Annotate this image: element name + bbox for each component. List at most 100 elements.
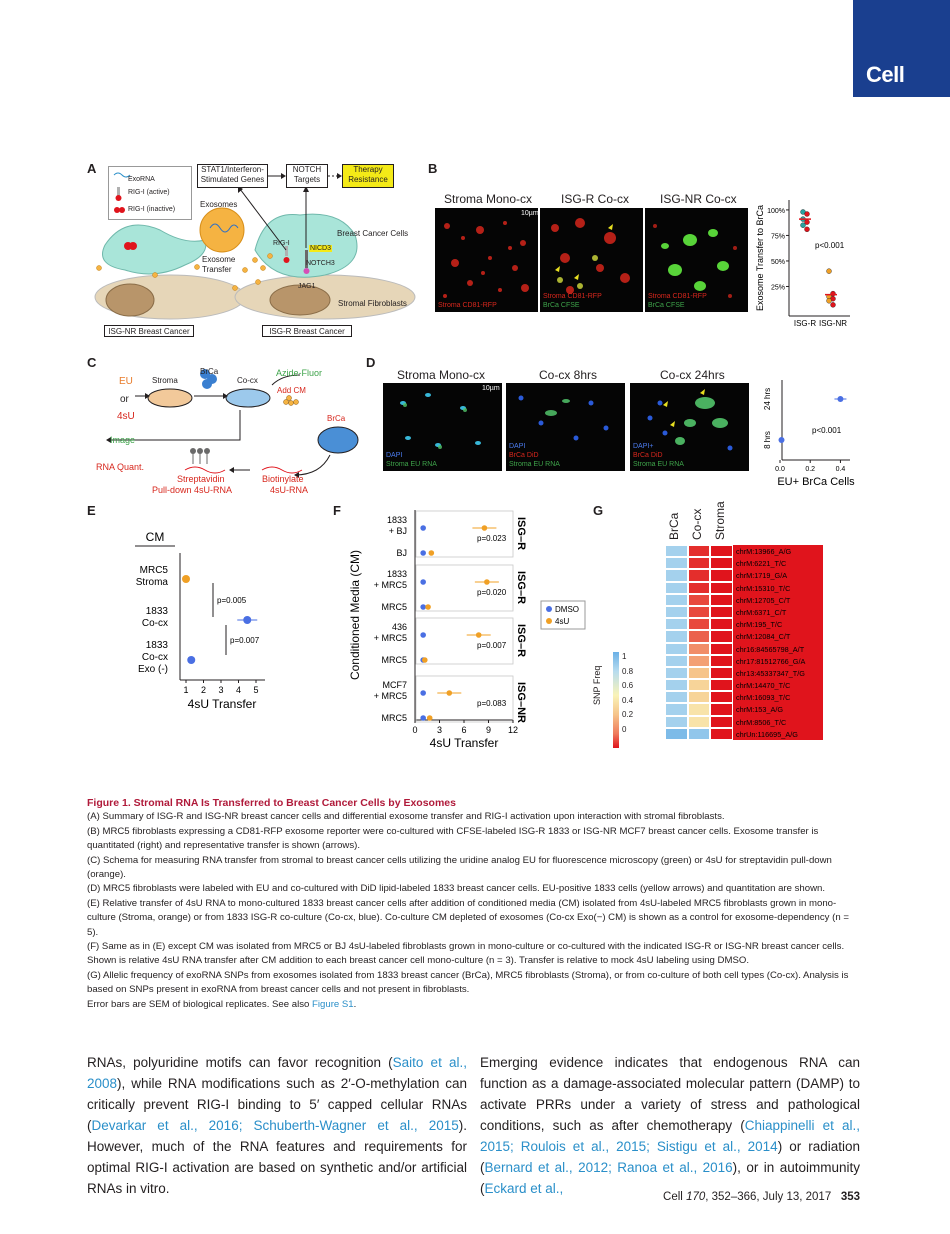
chart-d-point — [837, 396, 844, 402]
chart-b-point-isg-r — [804, 211, 810, 217]
chart-e-row-label: Exo (-) — [138, 664, 168, 675]
chart-d-point — [778, 437, 785, 443]
chart-f-group-side: ISG–NR — [515, 682, 527, 723]
chart-b-xtick-isg-nr: ISG-NR — [819, 319, 847, 328]
heatmap-row-label: chrM:14470_T/C — [736, 681, 791, 691]
heatmap-cell — [687, 581, 711, 594]
micrograph-d-stroma: DAPI Stroma EU RNA — [383, 383, 502, 471]
chart-f-dmso-top — [420, 632, 426, 638]
chart-f-legend-dmso-dot — [546, 606, 552, 612]
chart-f-xtick-label: 9 — [486, 725, 491, 735]
micrograph-isg-r: Stroma CD81-RFP BrCa CFSE — [540, 208, 643, 312]
heatmap-g — [665, 545, 733, 740]
chart-f-group-top-label: 436 — [392, 622, 407, 632]
heatmap-cell — [687, 545, 711, 558]
heatmap-row-label: chr17:81512766_G/A — [736, 656, 806, 666]
isg-r-box: ISG-R Breast Cancer — [262, 325, 352, 337]
heatmap-cell — [710, 715, 733, 728]
micrograph-isg-nr: Stroma CD81-RFP BrCa CFSE — [645, 208, 748, 312]
panel-f-label: F — [333, 503, 341, 518]
chart-f-group-top-label: MCF7 — [383, 680, 408, 690]
chart-f-xlabel: 4sU Transfer — [430, 736, 499, 750]
link-figure-s1[interactable]: Figure S1 — [312, 998, 354, 1010]
caption-g: (G) Allelic frequency of exoRNA SNPs fro… — [87, 969, 849, 996]
chart-f-xtick-label: 3 — [437, 725, 442, 735]
snp-freq-legend-bar — [613, 652, 619, 748]
legend-exorna: ExoRNA — [128, 176, 155, 183]
journal-logo-text: Cell — [866, 62, 905, 87]
chart-f-4su-bottom — [426, 715, 433, 721]
caption-d1-dapi: DAPI — [386, 452, 403, 459]
body-left-citation[interactable]: Saito et al., 2008 — [87, 1055, 467, 1091]
brca-cell-left — [102, 224, 207, 275]
caption-b: (B) MRC5 fibroblasts expressing a CD81-R… — [87, 825, 819, 852]
chart-f-group-bottom-label: BJ — [396, 548, 407, 558]
heatmap-row-label: chrM:6221_T/C — [736, 559, 787, 569]
chart-f-group-p: p=0.020 — [477, 588, 507, 597]
body-right-citation[interactable]: Eckard et al., — [484, 1181, 564, 1196]
scale-bar-b: 10µm — [521, 210, 539, 217]
heatmap-cell — [665, 618, 688, 631]
heatmap-cell — [665, 666, 688, 680]
chart-f-group-side: ISG–R — [515, 624, 527, 657]
caption-isg-r-cd81: Stroma CD81-RFP — [543, 293, 602, 300]
chart-b-ytick-label: 50% — [771, 259, 785, 266]
heatmap-row-label: chr16:84565798_A/T — [736, 644, 805, 654]
therapy-resistance-box: Therapy Resistance — [342, 164, 394, 188]
heatmap-cell — [710, 630, 733, 643]
chart-f-legend-dmso: DMSO — [555, 605, 579, 614]
chart-f-group-box — [415, 510, 514, 558]
chart-f-legend-4su: 4sU — [555, 617, 569, 626]
heatmap-cell — [665, 605, 688, 619]
body-left-citation[interactable]: Devarkar et al., 2016; Schuberth-Wagner … — [91, 1118, 459, 1133]
snp-freq-legend-tick: 0.6 — [622, 681, 634, 690]
snp-freq-legend-title: SNP Freq — [592, 665, 602, 705]
label-brca-2: BrCa — [327, 414, 346, 423]
heatmap-cell — [665, 593, 688, 606]
caption-a: (A) Summary of ISG-R and ISG-NR breast c… — [87, 811, 725, 823]
fibroblast-left-nucleus — [105, 283, 155, 317]
chart-b-point-isg-nr — [826, 268, 832, 274]
chart-e-row-label: 1833 — [146, 640, 169, 651]
heatmap-col-brca: BrCa — [667, 512, 681, 540]
caption-d2-eu: Stroma EU RNA — [509, 461, 560, 468]
chart-b-point-isg-r — [800, 222, 806, 228]
body-right-citation[interactable]: Bernard et al., 2012; Ranoa et al., 2016 — [484, 1160, 733, 1175]
snp-freq-legend-tick: 1 — [622, 652, 627, 661]
stat1-box: STAT1/Interferon-Stimulated Genes — [197, 164, 268, 188]
panel-b-label: B — [428, 161, 438, 176]
chart-f-group-side: ISG–R — [515, 571, 527, 604]
panel-d-title-3: Co-cx 24hrs — [660, 368, 725, 382]
chart-e-xtick-label: 4 — [236, 685, 241, 695]
chart-f-group-box — [415, 564, 514, 612]
micrograph-stroma-mono: Stroma CD81-RFP — [435, 208, 538, 312]
caption-title: Figure 1. Stromal RNA Is Transferred to … — [87, 797, 456, 809]
chart-f-xtick-label: 6 — [461, 725, 466, 735]
chart-f-legend-4su-dot — [546, 618, 552, 624]
body-left-text: ), while RNA modifications such as 2′-O-… — [87, 1076, 467, 1133]
heatmap-cell — [665, 715, 688, 728]
chart-b-xtick-isg-r: ISG-R — [794, 319, 816, 328]
rig-i-label: RIG-I — [273, 240, 290, 247]
label-biotinylate: Biotinylate — [262, 474, 304, 484]
heatmap-row-label: chrM:12084_C/T — [736, 632, 791, 642]
chart-b-point-isg-nr — [826, 298, 832, 304]
body-right-citation[interactable]: Chiappinelli et al., 2015; Roulois et al… — [480, 1118, 860, 1154]
chart-d-pvalue: p<0.001 — [812, 426, 842, 435]
chart-f-4su-bottom — [425, 604, 431, 610]
chart-e-point — [243, 616, 252, 624]
chart-f-group-bottom-label: MRC5 — [381, 713, 407, 723]
caption-d3-did: BrCa DiD — [633, 452, 663, 459]
chart-b-pvalue: p<0.001 — [815, 241, 845, 250]
caption-d2-dapi: DAPI — [509, 443, 526, 450]
panel-b-title-1: Stroma Mono-cx — [444, 192, 533, 206]
caption-f: (F) Same as in (E) except CM was isolate… — [87, 941, 845, 967]
panel-b-title-3: ISG-NR Co-cx — [660, 192, 737, 206]
body-right-text: Emerging evidence indicates that endogen… — [480, 1055, 860, 1133]
heatmap-row-label: chr13:45337347_T/G — [736, 668, 805, 678]
heatmap-cell — [710, 691, 733, 704]
panel-g-label: G — [593, 503, 604, 518]
